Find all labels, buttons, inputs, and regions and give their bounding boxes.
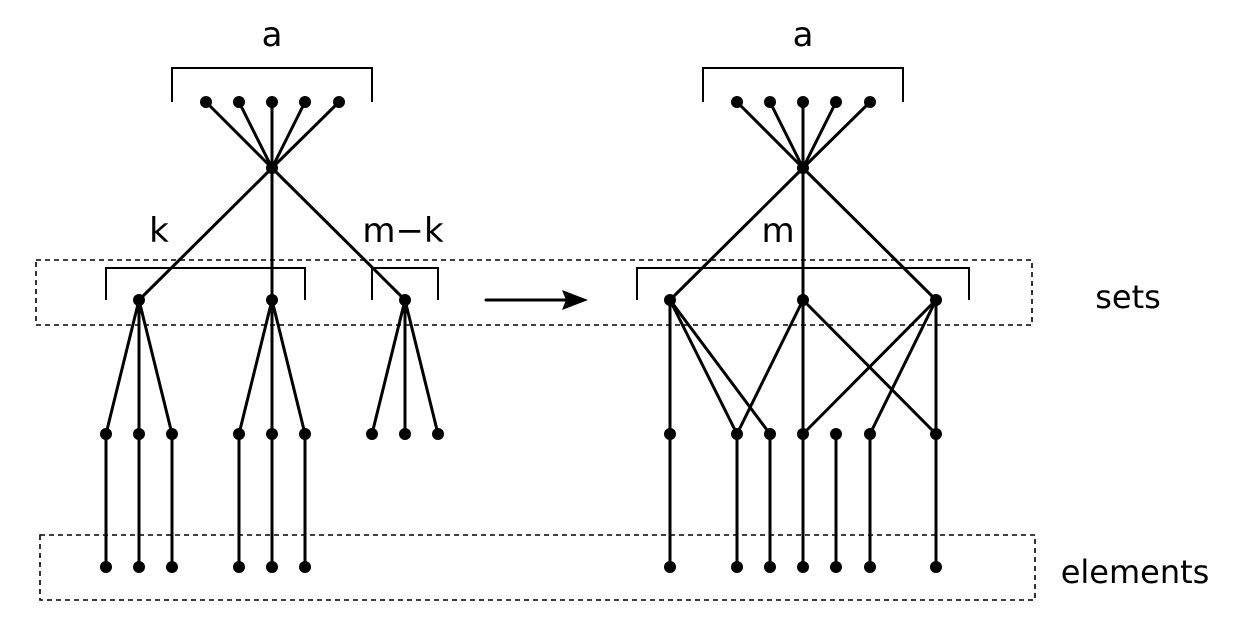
element-node [930,561,942,573]
arrow-head [562,290,588,310]
edge [801,298,938,436]
node [233,96,245,108]
edge [403,298,440,436]
node [797,428,809,440]
edge [270,100,307,170]
edge [270,166,407,302]
left-graph: a k m−k [100,15,444,573]
edge [270,100,341,170]
element-node [797,561,809,573]
edge [735,100,805,170]
right-m-bracket [636,267,970,300]
node [100,428,112,440]
edge [768,100,805,170]
edge [237,100,274,170]
node [764,428,776,440]
edge [270,298,307,436]
node [797,96,809,108]
node [333,96,345,108]
element-node [864,561,876,573]
edge [868,298,938,436]
element-node [830,561,842,573]
left-k-label: k [149,211,169,251]
set-node [797,294,809,306]
edge [668,298,739,436]
set-node [133,294,145,306]
edge [370,298,407,436]
edge [104,298,141,436]
edge [668,166,805,302]
set-node [930,294,942,306]
sets-region-box [35,259,1033,326]
edge [237,298,274,436]
node [299,96,311,108]
node [233,428,245,440]
left-mk-bracket [371,267,439,300]
node [764,96,776,108]
edge [801,100,872,170]
node [299,428,311,440]
sets-label: sets [1095,278,1161,316]
right-top-bracket [702,67,904,102]
right-top-label: a [793,15,814,55]
element-node [100,561,112,573]
right-m-label: m [761,211,794,251]
element-node [233,561,245,573]
node [266,428,278,440]
edge [801,166,938,302]
node [864,428,876,440]
element-node [664,561,676,573]
node [200,96,212,108]
edge [137,166,274,302]
hub-node [797,162,809,174]
element-node [133,561,145,573]
left-top-bracket [171,67,373,102]
node [830,96,842,108]
node [731,428,743,440]
right-graph: a m [636,15,970,573]
element-node [731,561,743,573]
node [366,428,378,440]
left-top-label: a [262,15,283,55]
hub-node [266,162,278,174]
edge [668,298,772,436]
element-node [299,561,311,573]
node [731,96,743,108]
left-k-bracket [105,267,306,300]
edge [735,298,805,436]
elements-label: elements [1061,553,1210,591]
element-node [764,561,776,573]
set-node [664,294,676,306]
node [266,96,278,108]
set-node [399,294,411,306]
node [664,428,676,440]
element-node [166,561,178,573]
node [133,428,145,440]
node [399,428,411,440]
edge [137,298,174,436]
node [166,428,178,440]
node [930,428,942,440]
node [830,428,842,440]
left-mk-label: m−k [362,211,444,251]
set-node [266,294,278,306]
node [864,96,876,108]
edge [801,100,838,170]
elements-region-box [39,534,1036,601]
edge [204,100,274,170]
transform-arrow [484,290,588,310]
node [432,428,444,440]
element-node [266,561,278,573]
